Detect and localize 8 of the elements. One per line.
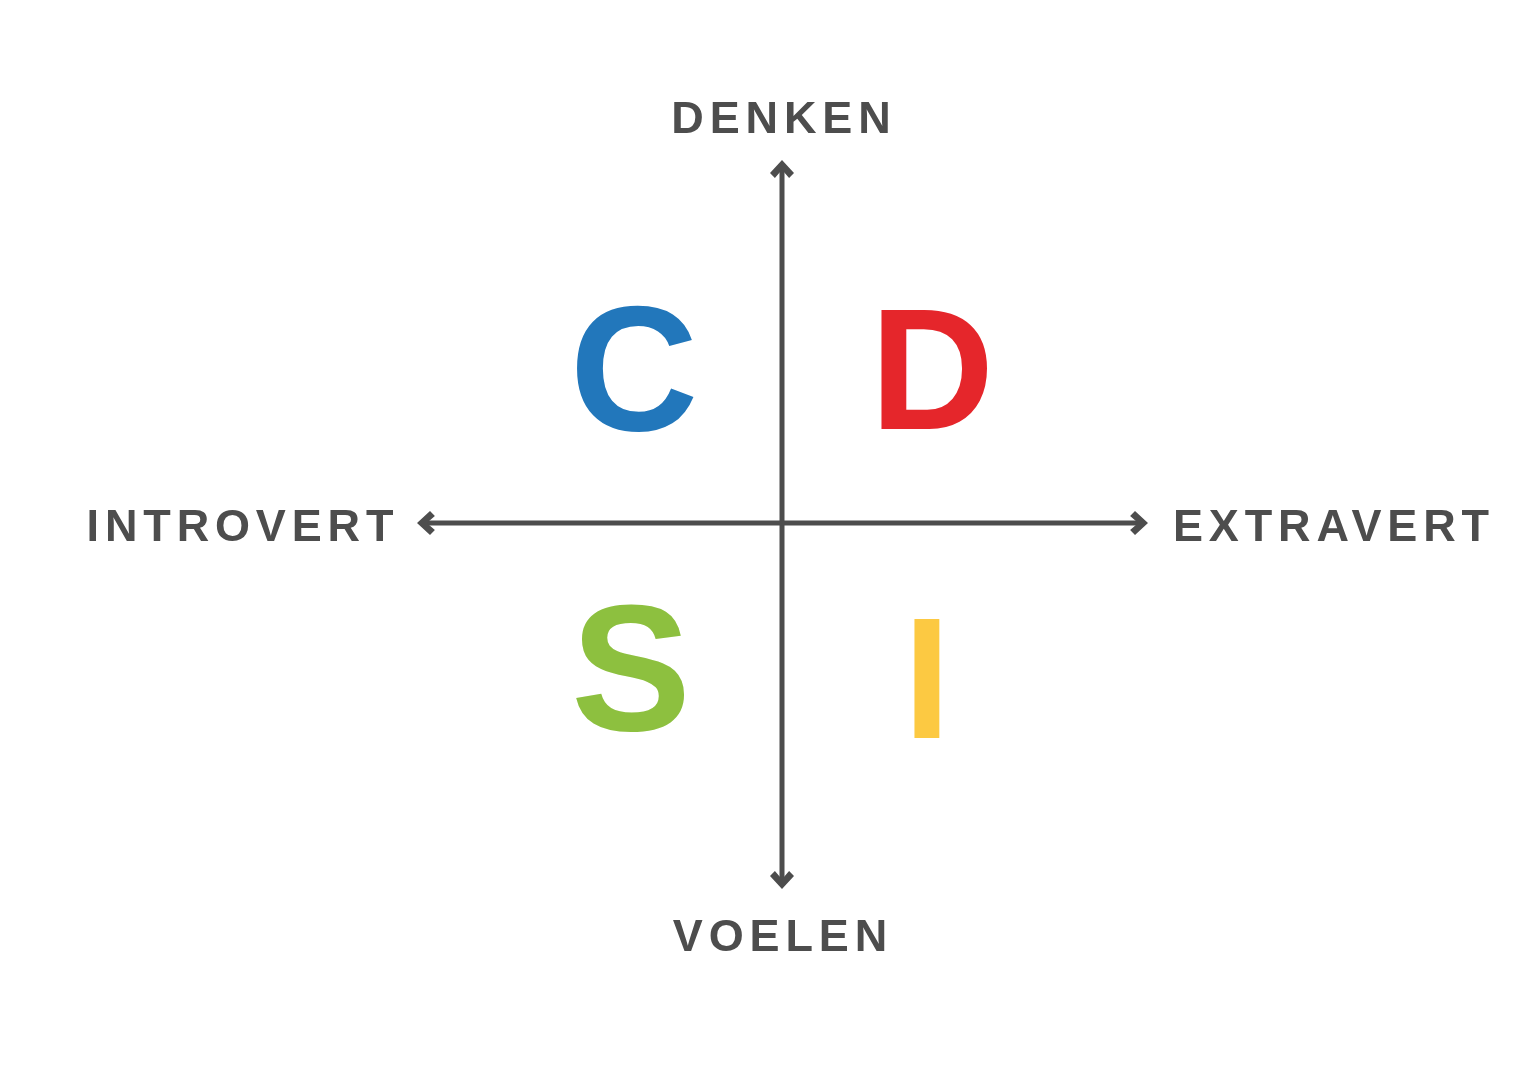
quadrant-letter: C bbox=[569, 280, 699, 458]
quadrant-letter: D bbox=[869, 283, 995, 455]
quadrant-letter: I bbox=[903, 592, 951, 764]
axis-label: INTROVERT bbox=[85, 502, 400, 548]
axis-label: EXTRAVERT bbox=[1172, 502, 1495, 548]
axis-label: VOELEN bbox=[671, 912, 893, 958]
quadrant-letter: S bbox=[570, 578, 692, 758]
axis-label: DENKEN bbox=[670, 94, 897, 140]
